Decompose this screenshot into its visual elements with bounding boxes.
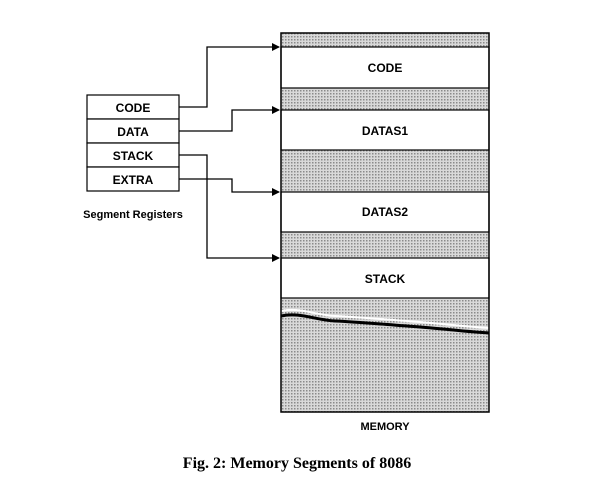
figure-caption: Fig. 2: Memory Segments of 8086 [182,455,412,472]
register-label-code: CODE [116,101,151,115]
memory-shaded-band [280,149,490,193]
memory-segment-datas2 [280,191,490,233]
memory-break-gap [280,308,490,329]
arrow-data-to-datas1-segment [179,106,280,132]
memory-label-datas1: DATAS1 [362,124,409,138]
memory-shaded-band [280,231,490,259]
register-label-extra: EXTRA [113,173,154,187]
memory-label-datas2: DATAS2 [362,205,409,219]
segment-registers: CODE DATA STACK EXTRA Segment Registers [83,94,183,221]
registers-title: Segment Registers [83,209,183,221]
memory-shaded-band [280,87,490,111]
register-box-extra [86,166,180,192]
memory-label-stack: STACK [365,272,406,286]
memory-title: MEMORY [360,421,410,433]
arrow-stack-to-stack-segment [179,154,280,262]
memory-outline [280,32,490,413]
memory-shaded-band [280,32,490,48]
memory-segment-datas1 [280,109,490,151]
register-label-data: DATA [117,125,149,139]
arrow-code-to-code-segment [179,43,280,108]
memory-break-line [280,313,490,335]
arrow-extra-to-datas2-segment [179,178,280,196]
register-box-data [86,118,180,144]
memory-shaded-band [280,297,490,413]
memory-segment-code [280,46,490,89]
register-label-stack: STACK [113,149,154,163]
connector-arrows [179,43,280,262]
memory-column: CODE DATAS1 DATAS2 STACK MEMORY [280,32,490,433]
memory-label-code: CODE [368,61,403,75]
